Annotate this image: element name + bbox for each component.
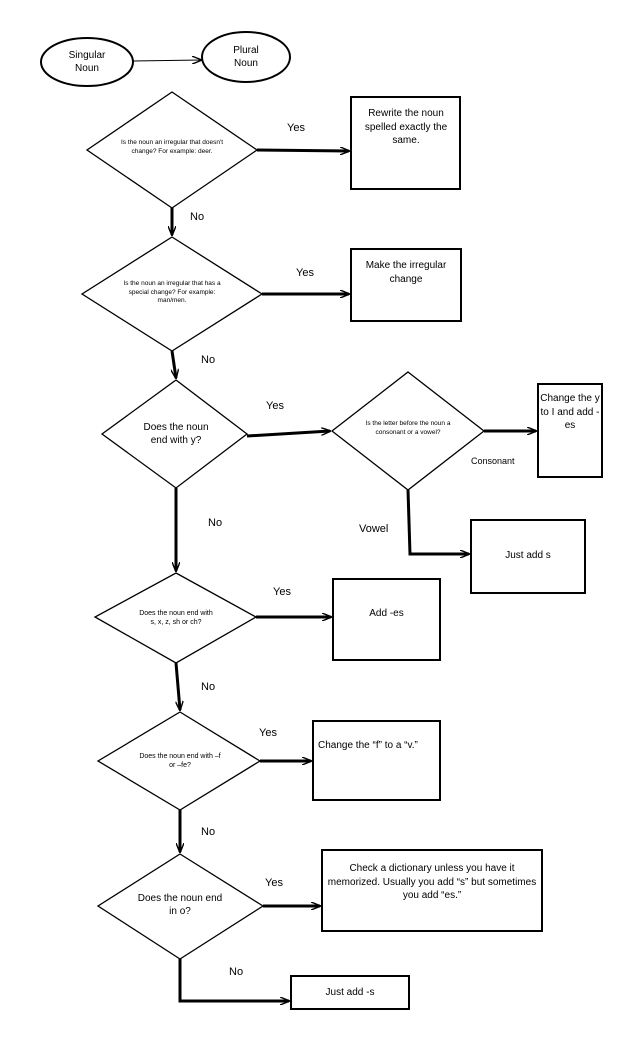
- arrow-vowel: [406, 489, 469, 554]
- result-box-8: [290, 975, 410, 1010]
- question-3-text: Does the noun end with y?: [143, 421, 209, 447]
- no-label-5: No: [201, 681, 216, 693]
- question-4-text: Is the letter before the noun a consonan…: [365, 420, 451, 436]
- plural-noun-label: Plural Noun: [233, 44, 259, 70]
- result-3-text: Change the y to I and add -es: [540, 393, 600, 431]
- yes-label-5: Yes: [273, 586, 291, 598]
- no-label-1: No: [190, 211, 205, 223]
- arrow-yes-3: [246, 431, 330, 438]
- no-label-3: No: [208, 517, 223, 529]
- yes-label-1: Yes: [287, 122, 305, 134]
- arrow-no-5: [174, 662, 180, 710]
- yes-label-3: Yes: [266, 400, 284, 412]
- question-6-text: Does the noun end with –f or –fe?: [139, 752, 221, 769]
- result-box-4: [470, 519, 586, 594]
- vowel-label: Vowel: [359, 523, 389, 535]
- singular-noun-oval: [40, 37, 134, 87]
- result-box-7: [321, 849, 543, 932]
- question-7-text: Does the noun end in o?: [137, 892, 223, 918]
- yes-label-7: Yes: [265, 877, 283, 889]
- result-box-1: [350, 96, 461, 190]
- result-1-text: Rewrite the noun spelled exactly the sam…: [364, 108, 448, 146]
- singular-noun-label: Singular Noun: [68, 49, 106, 75]
- result-box-5: [332, 578, 441, 661]
- result-box-3: [537, 383, 603, 478]
- result-5-text: Add -es: [369, 608, 404, 619]
- question-1-text: Is the noun an irregular that doesn't ch…: [120, 139, 224, 155]
- question-2-text: Is the noun an irregular that has a spec…: [123, 279, 221, 305]
- arrow-no-7: [178, 959, 289, 1001]
- result-6-text: Change the “f” to a “v.”: [318, 740, 418, 751]
- result-box-2: [350, 248, 462, 322]
- yes-label-6: Yes: [259, 727, 277, 739]
- arrow-yes-1: [256, 150, 349, 151]
- question-5-text: Does the noun end with s, x, z, sh or ch…: [139, 609, 213, 626]
- arrow-singular-to-plural: [132, 60, 201, 61]
- no-label-6: No: [201, 826, 216, 838]
- result-box-6: [312, 720, 441, 801]
- result-2-text: Make the irregular change: [365, 260, 447, 285]
- no-label-2: No: [201, 354, 216, 366]
- result-7-text: Check a dictionary unless you have it me…: [327, 863, 537, 901]
- yes-label-2: Yes: [296, 267, 314, 279]
- arrow-no-2: [170, 350, 176, 378]
- consonant-label: Consonant: [471, 456, 515, 466]
- result-8-text: Just add -s: [325, 986, 375, 998]
- result-4-text: Just add s: [505, 550, 551, 562]
- no-label-7: No: [229, 966, 244, 978]
